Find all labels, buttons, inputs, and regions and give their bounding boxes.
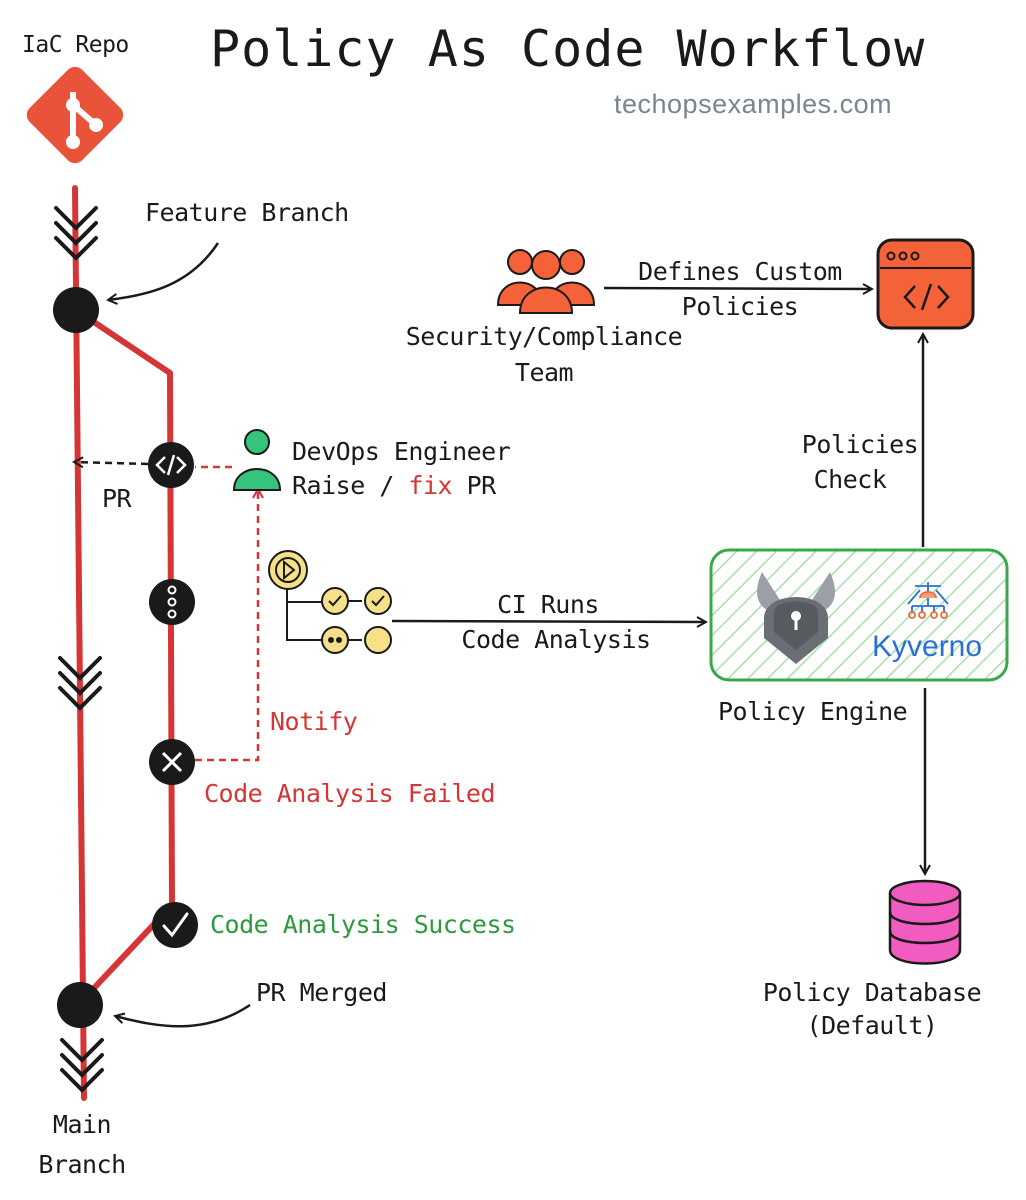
feature-branch-pointer bbox=[108, 242, 220, 300]
ci-runs-line2: Code Analysis bbox=[461, 625, 651, 654]
devops-engineer-line1: DevOps Engineer bbox=[292, 437, 511, 466]
kyverno-logo-icon bbox=[907, 582, 949, 619]
ci-to-engine-arrow bbox=[391, 621, 706, 622]
notify-label: Notify bbox=[270, 707, 358, 736]
ci-pipeline-icon bbox=[268, 550, 392, 654]
feature-branch-line bbox=[73, 307, 175, 1006]
ci-runs-line1: CI Runs bbox=[497, 590, 599, 619]
feature-branch-node bbox=[53, 287, 99, 333]
policy-database-line2: (Default) bbox=[806, 1011, 938, 1040]
kyverno-label: Kyverno bbox=[872, 630, 983, 663]
chevrons-top-icon bbox=[54, 206, 98, 261]
chevrons-middle-icon bbox=[58, 656, 102, 711]
git-logo-icon bbox=[26, 66, 124, 164]
site-url: techopsexamples.com bbox=[614, 89, 893, 119]
policy-engine-label: Policy Engine bbox=[718, 697, 908, 726]
engineer-pr-text: PR bbox=[452, 471, 497, 500]
defines-policies-line1: Defines Custom bbox=[638, 257, 842, 286]
main-branch-line bbox=[72, 185, 87, 1101]
pr-merged-label: PR Merged bbox=[256, 978, 387, 1007]
security-team-icon bbox=[496, 249, 596, 314]
pr-code-node bbox=[148, 442, 194, 488]
failed-x-node bbox=[149, 739, 195, 785]
success-check-node bbox=[152, 902, 198, 948]
engineer-raise-text: Raise / bbox=[292, 471, 409, 500]
chevrons-bottom-icon bbox=[60, 1038, 104, 1093]
defines-policies-line2: Policies bbox=[681, 292, 799, 321]
notify-arrow bbox=[195, 489, 258, 762]
security-team-line1: Security/Compliance bbox=[405, 322, 683, 351]
pr-merged-pointer bbox=[115, 1003, 251, 1028]
security-team-line2: Team bbox=[514, 358, 574, 387]
code-analysis-failed-label: Code Analysis Failed bbox=[204, 779, 496, 808]
pr-arrow bbox=[74, 462, 149, 464]
opa-logo-icon bbox=[757, 572, 835, 664]
main-branch-line1: Main bbox=[52, 1110, 112, 1139]
merge-node bbox=[57, 982, 103, 1028]
page-title: Policy As Code Workflow bbox=[210, 20, 926, 78]
feature-branch-label: Feature Branch bbox=[145, 198, 349, 227]
main-branch-line2: Branch bbox=[38, 1150, 126, 1179]
devops-engineer-icon bbox=[232, 429, 282, 491]
devops-engineer-line2: Raise / fix PR bbox=[292, 471, 496, 500]
iac-repo-label: IaC Repo bbox=[22, 32, 129, 58]
engineer-fix-text: fix bbox=[408, 471, 453, 500]
policies-check-line1: Policies bbox=[801, 430, 919, 459]
defines-policies-arrow bbox=[603, 288, 872, 289]
pr-label: PR bbox=[102, 484, 132, 513]
policy-code-window-icon bbox=[876, 238, 975, 330]
more-dots-node bbox=[149, 579, 195, 625]
policy-database-line1: Policy Database bbox=[762, 978, 982, 1007]
policies-check-line2: Check bbox=[813, 465, 887, 494]
code-analysis-success-label: Code Analysis Success bbox=[210, 910, 516, 939]
database-icon bbox=[888, 879, 962, 965]
